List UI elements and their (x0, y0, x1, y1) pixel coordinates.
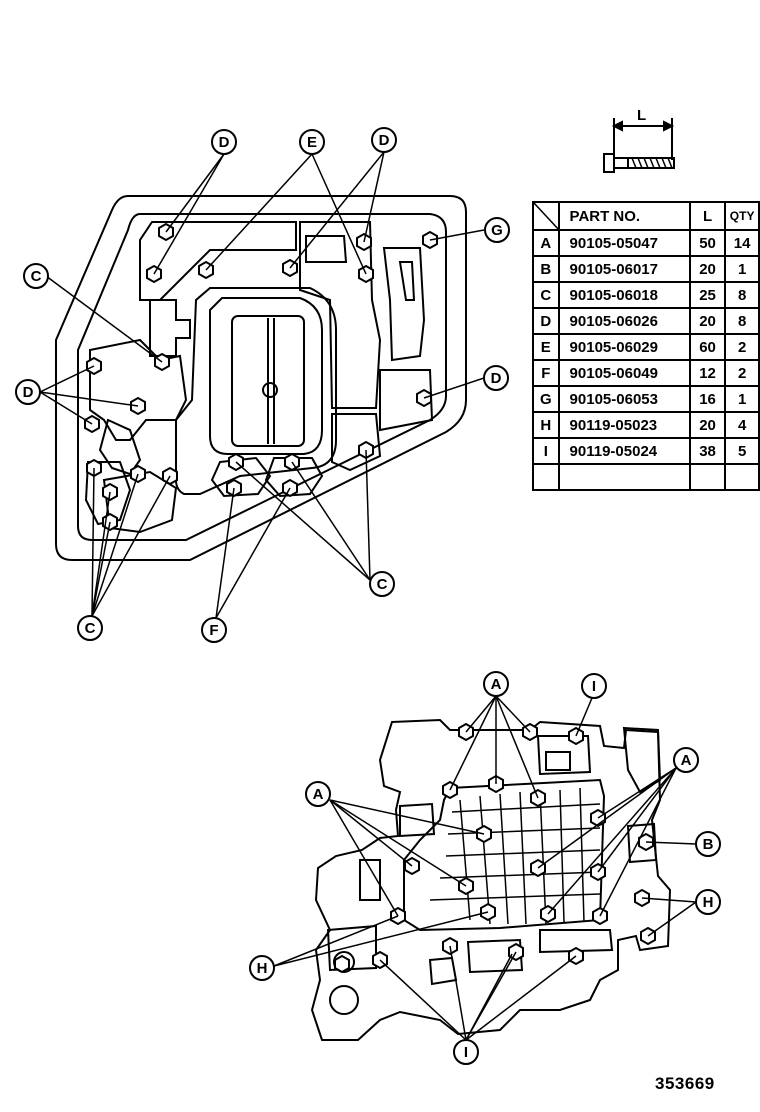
qty-cell: 4 (724, 411, 760, 439)
length-cell: 20 (688, 307, 727, 335)
callout-label: D (23, 384, 34, 401)
parts-table-empty-row (532, 463, 760, 491)
callout-label: C (85, 620, 96, 637)
callout-label: I (464, 1044, 468, 1061)
length-cell: 50 (688, 229, 727, 257)
bolt-icon (334, 955, 350, 973)
lower-bolt-group (334, 723, 656, 973)
upper-leader-lines (39, 151, 485, 619)
parts-table-header: PART NO. L QTY (532, 201, 760, 231)
qty-cell: 8 (724, 281, 760, 309)
callout-label: D (491, 370, 502, 387)
callout-label: A (491, 676, 502, 693)
callout-label: B (703, 836, 714, 853)
code-cell: B (532, 255, 560, 283)
callout-label: D (219, 134, 230, 151)
part-no-cell: 90105-06053 (557, 385, 691, 413)
code-cell: H (532, 411, 560, 439)
empty-cell (557, 463, 691, 491)
callout-label: H (257, 960, 268, 977)
part-no-cell: 90105-06029 (557, 333, 691, 361)
callout-label: F (209, 622, 218, 639)
part-no-cell: 90105-06026 (557, 307, 691, 335)
length-cell: 38 (688, 437, 727, 465)
part-no-cell: 90105-05047 (557, 229, 691, 257)
empty-cell (688, 463, 727, 491)
callout-label: A (313, 786, 324, 803)
catalog-number: 353669 (655, 1074, 715, 1093)
part-no-cell: 90119-05024 (557, 437, 691, 465)
upper-valve-body-outline (55, 195, 467, 561)
length-cell: 20 (688, 255, 727, 283)
empty-cell (724, 463, 760, 491)
callout-label: C (31, 268, 42, 285)
part-no-header: PART NO. (557, 201, 691, 231)
bolt-dimension-icon (603, 118, 675, 173)
qty-cell: 1 (724, 255, 760, 283)
length-cell: 25 (688, 281, 727, 309)
length-header: L (688, 201, 727, 231)
callout-label: H (703, 894, 714, 911)
qty-cell: 2 (724, 359, 760, 387)
length-cell: 60 (688, 333, 727, 361)
code-cell: C (532, 281, 560, 309)
code-cell: D (532, 307, 560, 335)
callout-label: E (307, 134, 317, 151)
bolt-length-label: L (637, 107, 646, 124)
diagonal-divider (534, 203, 560, 231)
empty-cell (532, 463, 560, 491)
code-cell: F (532, 359, 560, 387)
qty-cell: 14 (724, 229, 760, 257)
callout-label: D (379, 132, 390, 149)
length-cell: 12 (688, 359, 727, 387)
callout-label: A (681, 752, 692, 769)
qty-cell: 1 (724, 385, 760, 413)
part-no-cell: 90119-05023 (557, 411, 691, 439)
part-no-cell: 90105-06017 (557, 255, 691, 283)
qty-cell: 5 (724, 437, 760, 465)
lower-callouts (249, 671, 721, 1065)
code-cell: E (532, 333, 560, 361)
length-cell: 20 (688, 411, 727, 439)
part-no-cell: 90105-06018 (557, 281, 691, 309)
callout-label: I (592, 678, 596, 695)
length-cell: 16 (688, 385, 727, 413)
corner-cell (532, 201, 560, 231)
callout-label: C (377, 576, 388, 593)
part-no-cell: 90105-06049 (557, 359, 691, 387)
upper-callouts (15, 127, 510, 643)
code-cell: I (532, 437, 560, 465)
callout-label: G (491, 222, 503, 239)
qty-header: QTY (724, 201, 760, 231)
code-cell: A (532, 229, 560, 257)
qty-cell: 8 (724, 307, 760, 335)
qty-cell: 2 (724, 333, 760, 361)
lower-leader-lines (273, 695, 697, 1041)
code-cell: G (532, 385, 560, 413)
